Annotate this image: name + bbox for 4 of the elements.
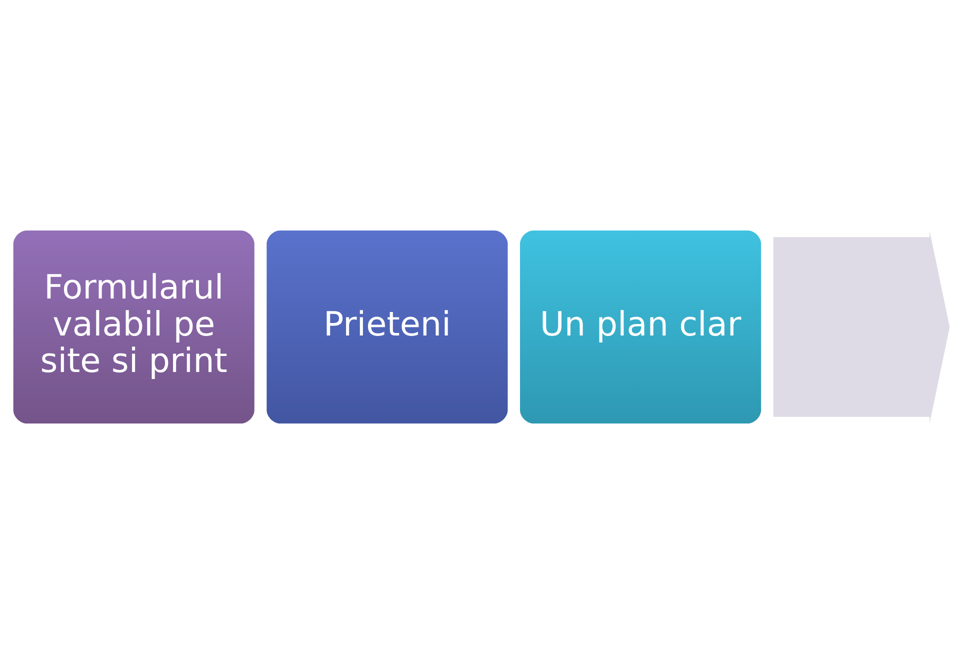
node-box: Prieteni	[266, 230, 508, 424]
node-box: Formularul valabil pe site si print	[13, 230, 254, 424]
node-arrow	[773, 230, 950, 424]
node-box: Un plan clar	[520, 230, 762, 424]
